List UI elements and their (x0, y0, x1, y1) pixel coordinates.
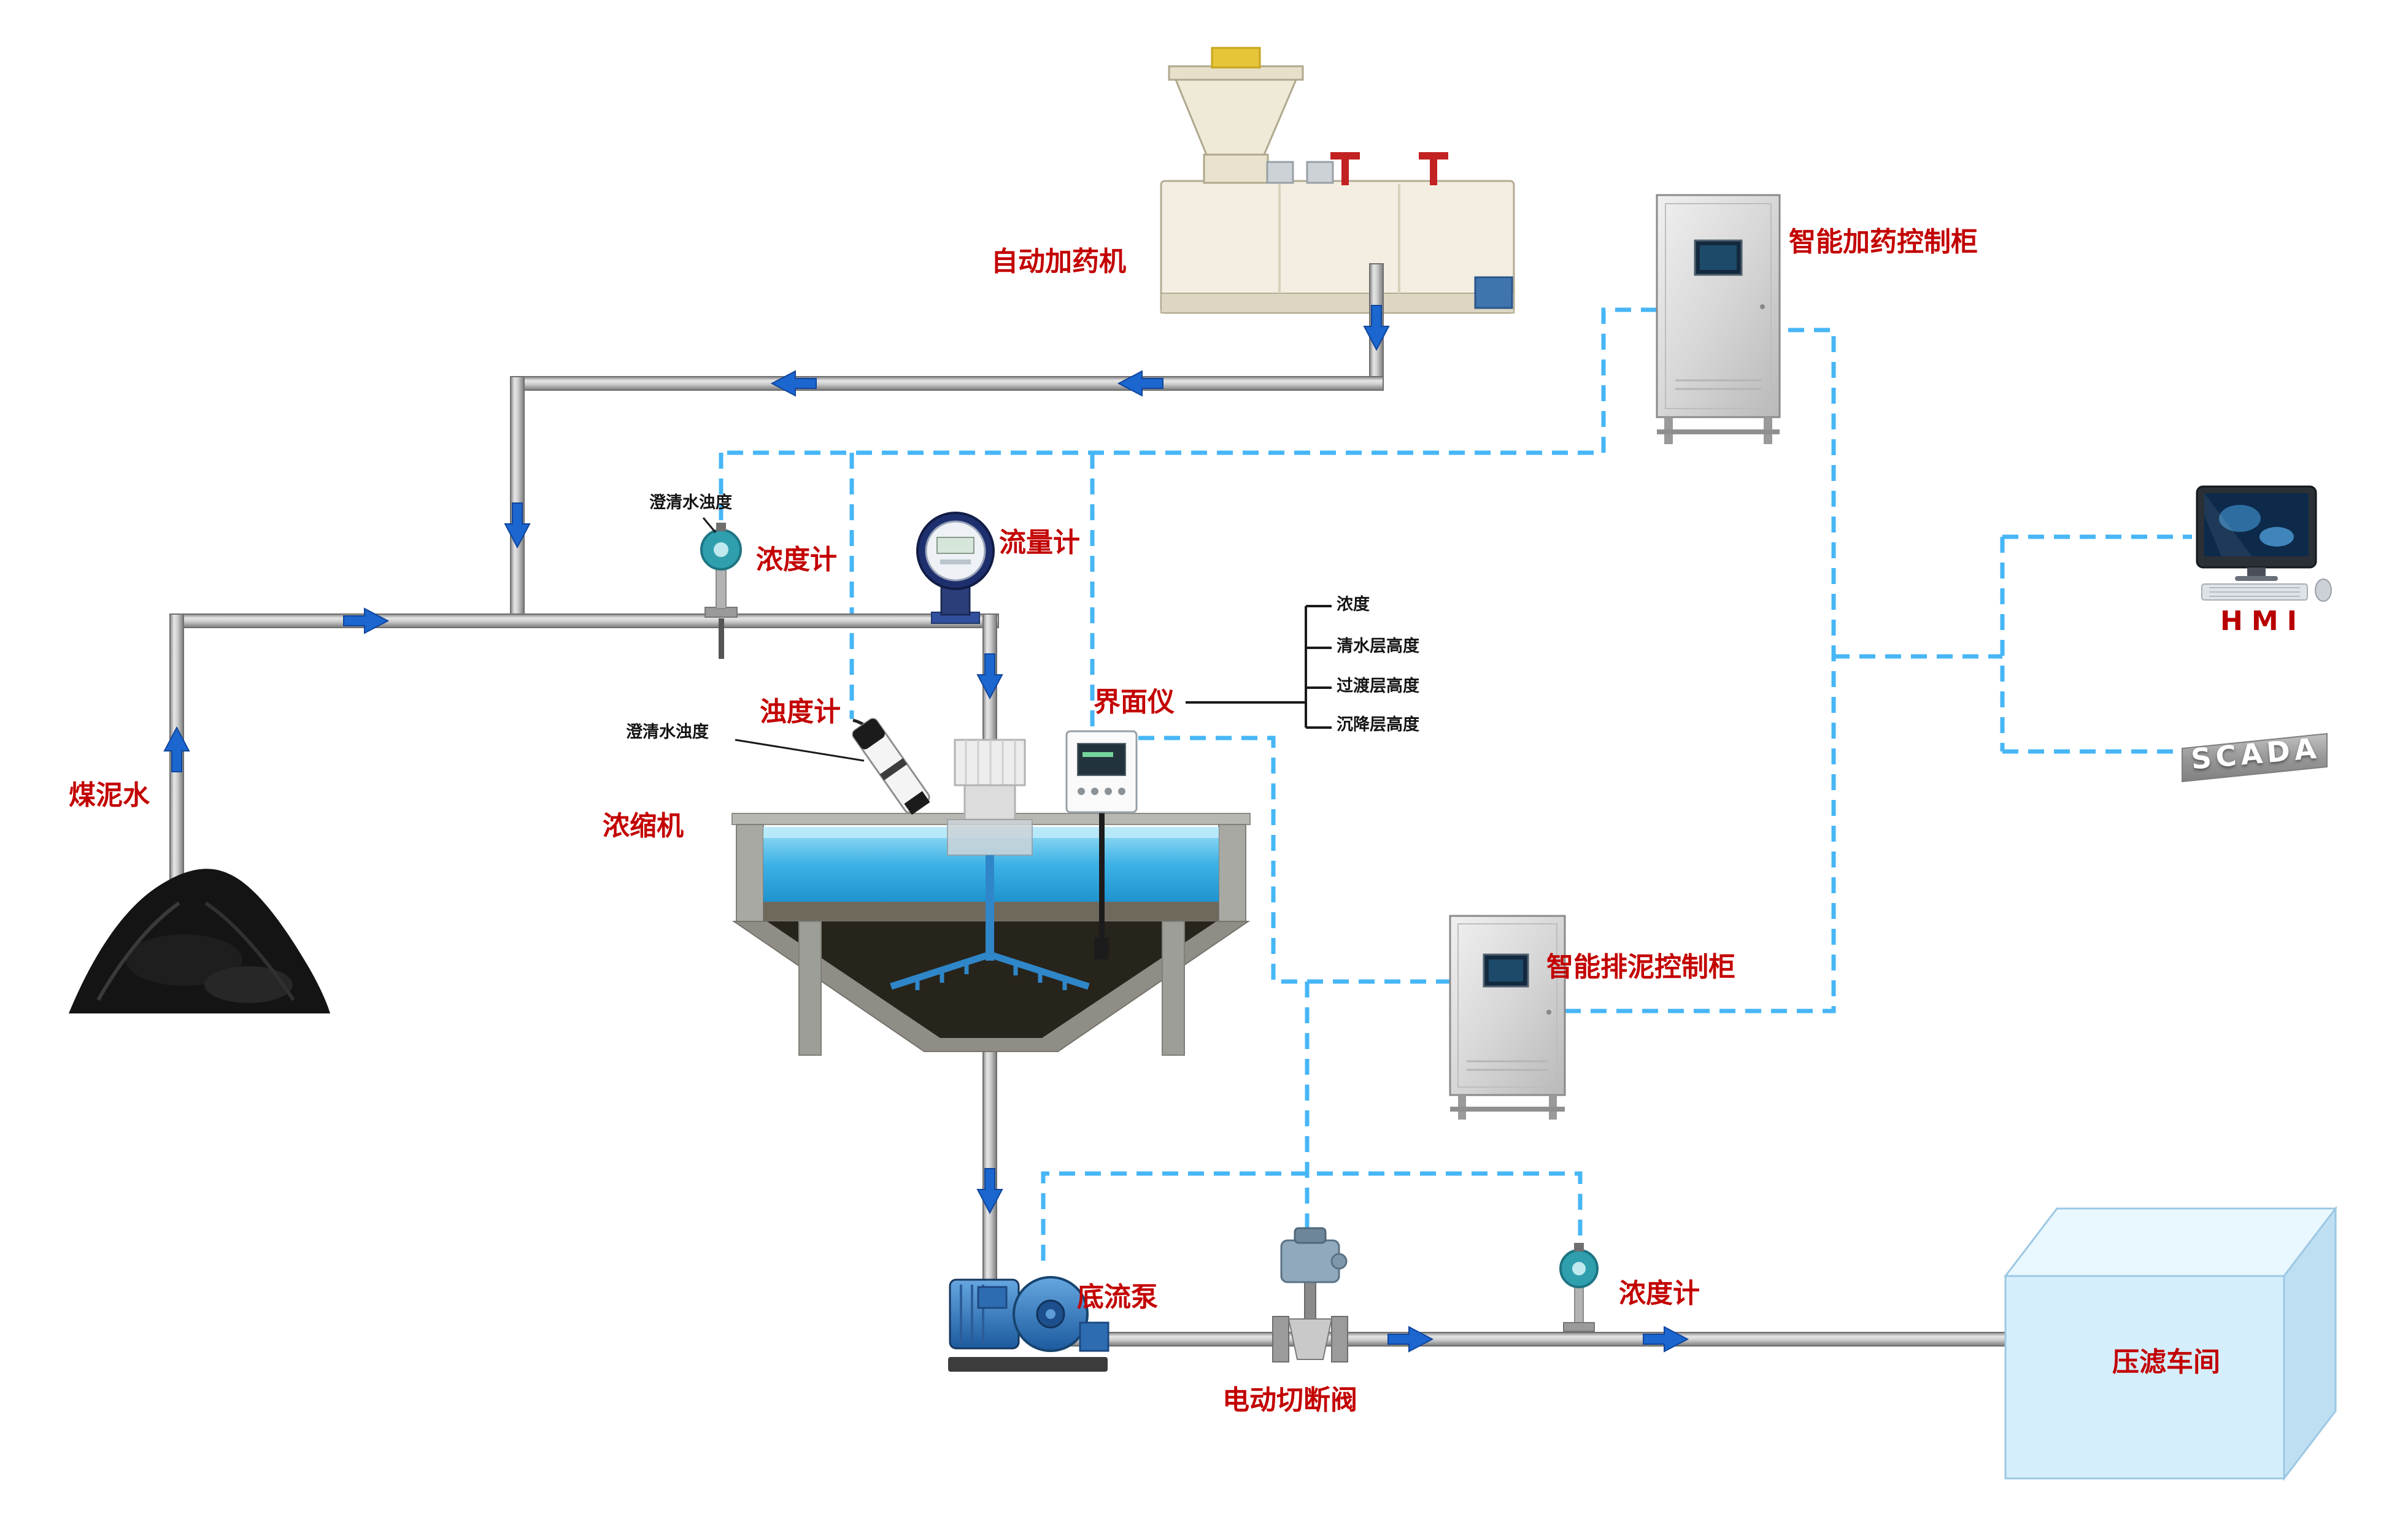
thickener-tank (731, 739, 1251, 1056)
sludge-control-cabinet (1449, 915, 1566, 1120)
filter-press-building (2003, 1205, 2338, 1482)
label-turbidity-meter: 浊度计 (760, 696, 841, 728)
label-clarified-turbidity-side: 澄清水浊度 (626, 723, 709, 742)
label-electric-valve: 电动切断阀 (1222, 1385, 1357, 1416)
label-interface-meter: 界面仪 (1094, 686, 1175, 718)
label-param-concentration: 浓度 (1337, 595, 1370, 614)
label-thickener: 浓缩机 (603, 810, 684, 842)
interface-param-bracket (1186, 605, 1332, 729)
electric-valve-device (1272, 1227, 1348, 1362)
label-param-transition-layer: 过渡层高度 (1337, 677, 1419, 696)
coal-pile (69, 869, 330, 1013)
hmi-computer (2196, 485, 2332, 602)
label-filter-press-workshop: 压滤车间 (2112, 1347, 2220, 1378)
dosing-machine (1160, 47, 1515, 314)
label-coal-slurry-water: 煤泥水 (69, 780, 150, 811)
label-concentration-meter-bottom: 浓度计 (1619, 1278, 1700, 1309)
concentration-meter-bottom-device (1559, 1243, 1599, 1332)
label-param-clear-layer: 清水层高度 (1337, 637, 1419, 656)
interface-meter-device (1065, 730, 1138, 959)
label-underflow-pump: 底流泵 (1077, 1282, 1158, 1313)
dosing-control-cabinet (1656, 194, 1781, 444)
label-flow-meter: 流量计 (999, 527, 1080, 558)
turbidity-meter-device (852, 718, 930, 815)
label-param-settling-layer: 沉降层高度 (1337, 715, 1419, 734)
label-dosing-machine: 自动加药机 (991, 246, 1126, 277)
scada-badge (2182, 732, 2328, 783)
label-concentration-meter-top: 浓度计 (756, 544, 837, 575)
underflow-pump-device (948, 1276, 1109, 1372)
concentration-meter-top-device (700, 523, 742, 659)
label-sludge-cabinet: 智能排泥控制柜 (1546, 951, 1735, 983)
leader-lines (702, 517, 865, 762)
label-hmi: HMI (2220, 605, 2306, 637)
flow-meter-device (916, 512, 995, 624)
signal-lines (719, 307, 2192, 1261)
label-clarified-turbidity-top: 澄清水浊度 (649, 493, 732, 512)
label-dosing-cabinet: 智能加药控制柜 (1789, 226, 1978, 258)
